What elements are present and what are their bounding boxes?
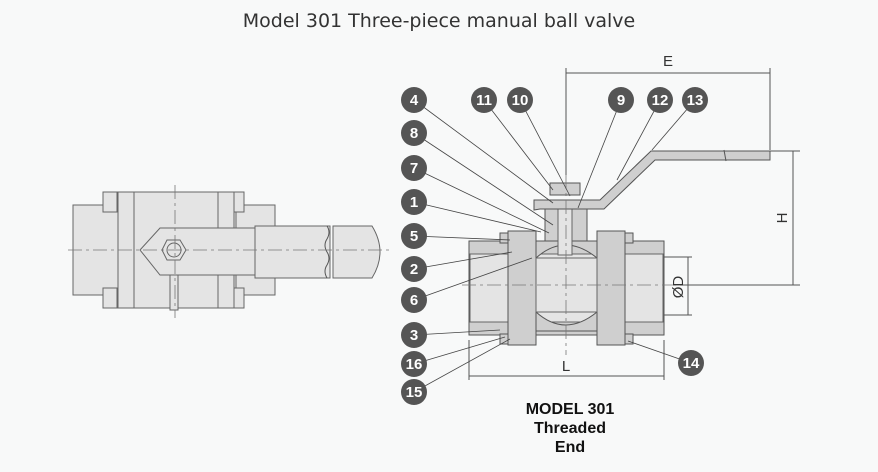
svg-text:2: 2 (410, 261, 418, 278)
callout-11: 11 (471, 87, 497, 113)
callout-3: 3 (401, 322, 427, 348)
callout-1: 1 (401, 189, 427, 215)
callout-15: 15 (401, 379, 427, 405)
caption-type: Threaded (533, 420, 606, 437)
svg-text:13: 13 (687, 92, 704, 109)
svg-text:3: 3 (410, 327, 418, 344)
svg-text:8: 8 (410, 125, 418, 142)
caption-model: MODEL 301 (525, 401, 615, 418)
callout-16: 16 (401, 351, 427, 377)
dimension-lines: E H ØD L (468, 53, 800, 380)
svg-text:4: 4 (410, 92, 419, 109)
callout-14: 14 (678, 350, 704, 376)
callout-5: 5 (401, 223, 427, 249)
callout-8: 8 (401, 120, 427, 146)
svg-text:10: 10 (512, 92, 529, 109)
callout-7: 7 (401, 155, 427, 181)
callout-10: 10 (507, 87, 533, 113)
svg-text:14: 14 (683, 355, 700, 372)
callout-4: 4 (401, 87, 427, 113)
callout-13: 13 (682, 87, 708, 113)
svg-text:16: 16 (406, 356, 423, 373)
leader-lines (413, 99, 696, 393)
callout-12: 12 (647, 87, 673, 113)
callout-9: 9 (608, 87, 634, 113)
top-view (68, 185, 392, 318)
svg-text:15: 15 (406, 384, 423, 401)
callout-2: 2 (401, 256, 427, 282)
svg-text:1: 1 (410, 194, 418, 211)
svg-text:6: 6 (410, 292, 418, 309)
callout-6: 6 (401, 287, 427, 313)
svg-text:9: 9 (617, 92, 625, 109)
dim-L: L (562, 358, 570, 375)
dim-D: ØD (670, 276, 687, 299)
caption-end: End (554, 439, 586, 456)
svg-text:12: 12 (652, 92, 669, 109)
svg-text:7: 7 (410, 160, 418, 177)
svg-text:11: 11 (476, 92, 492, 109)
model-caption: MODEL 301 Threaded End (490, 400, 650, 457)
dim-E: E (663, 53, 673, 70)
svg-text:5: 5 (410, 228, 418, 245)
section-view (462, 149, 771, 355)
dim-H: H (774, 213, 791, 224)
diagram-title: Model 301 Three-piece manual ball valve (242, 10, 636, 32)
